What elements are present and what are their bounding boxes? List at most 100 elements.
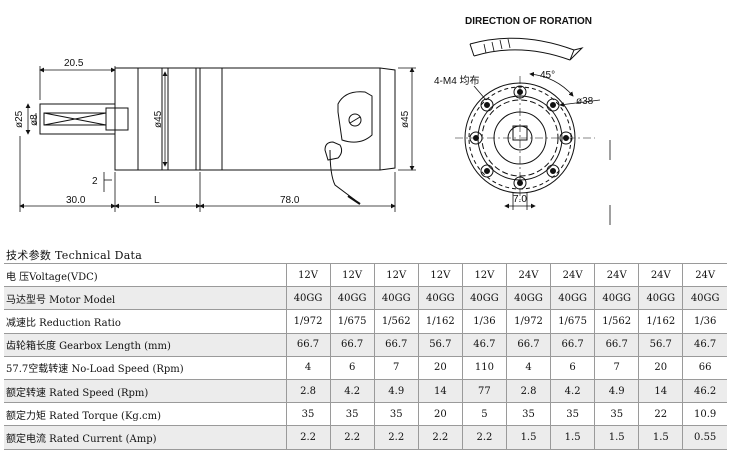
table-cell: 12V [461,262,507,288]
table-cell: 4 [505,355,552,380]
table-cell: 24V [505,262,552,288]
table-cell: 0.55 [682,425,727,450]
dim-gearbox-length: L [154,195,160,206]
table-cell: 40GG [682,286,727,311]
table-cell: 40GG [550,286,596,311]
shaft-collar [105,107,129,131]
table-cell: 66.7 [285,332,331,357]
table-cell: 40GG [461,286,507,311]
dim-motor-diameter: ø45 [400,110,411,128]
dim-shaft-length: 20.5 [64,58,84,69]
table-cell: 1/162 [638,309,684,334]
dim-face-offset: 30.0 [66,195,86,206]
table-cell: 1/36 [461,309,507,334]
table-cell: 35 [285,402,331,427]
table-cell: 4 [285,355,331,380]
dim-hole-spec: 4-M4 均布 [434,75,480,87]
dim-gearbox-diameter: ø45 [153,110,164,128]
table-cell: 2.2 [461,425,507,450]
table-cell: 4.2 [550,378,596,404]
table-cell: 2.2 [417,425,463,450]
table-cell: 1.5 [550,425,596,450]
row-label: 57.7空载转速 No-Load Speed (Rpm) [4,355,287,380]
table-cell: 1/972 [285,309,331,334]
side-view-labels: 20.5 ø25 ø8 ø45 ø45 2 30.0 L 78.0 [14,58,411,206]
table-cell: 6 [550,355,596,380]
table-cell: 66.7 [505,332,552,357]
table-cell: 5 [461,402,507,427]
table-cell: 4.2 [329,378,375,404]
table-cell: 1/972 [505,309,552,334]
row-label: 额定电流 Rated Current (Amp) [4,425,287,450]
dim-key-depth: 2 [92,176,98,187]
table-cell: 40GG [373,286,419,311]
dim-shaft-diameter: ø25 [14,110,25,128]
table-cell: 40GG [329,286,375,311]
side-view [39,67,396,205]
front-view [455,71,611,225]
section-title: 技术参数 Technical Data [6,249,143,262]
table-cell: 66 [682,355,727,380]
row-label: 额定力矩 Rated Torque (Kg.cm) [4,402,287,427]
table-cell: 1/562 [594,309,640,334]
dim-angle: 45° [540,70,555,81]
row-label: 减速比 Reduction Ratio [4,309,287,334]
table-cell: 46.7 [461,332,507,357]
table-cell: 24V [638,262,684,288]
table-cell: 1/36 [682,309,727,334]
table-cell: 2.8 [285,378,331,404]
motor-body [199,67,381,171]
table-cell: 1/162 [417,309,463,334]
table-cell: 40GG [417,286,463,311]
table-cell: 40GG [638,286,684,311]
table-cell: 12V [373,262,419,288]
table-cell: 14 [417,378,463,404]
side-view-dimensions [19,66,416,212]
dim-shaft-flat: 7.0 [513,194,527,205]
dim-flat-size: ø8 [29,114,40,126]
table-cell: 24V [682,262,727,288]
table-cell: 46.2 [682,378,727,404]
table-cell: 40GG [594,286,640,311]
table-cell: 35 [594,402,640,427]
table-cell: 35 [550,402,596,427]
row-label: 电 压Voltage(VDC) [4,262,287,288]
table-cell: 35 [505,402,552,427]
table-cell: 1.5 [638,425,684,450]
lead-wire [329,149,356,201]
mounting-holes [469,85,573,190]
table-cell: 14 [638,378,684,404]
table-cell: 46.7 [682,332,727,357]
table-cell: 1.5 [505,425,552,450]
table-cell: 2.2 [329,425,375,450]
row-label: 额定转速 Rated Speed (Rpm) [4,378,287,404]
table-cell: 1/562 [373,309,419,334]
table-cell: 1.5 [594,425,640,450]
table-cell: 35 [329,402,375,427]
table-cell: 2.2 [373,425,419,450]
table-cell: 66.7 [329,332,375,357]
table-cell: 2.8 [505,378,552,404]
table-cell: 2.2 [285,425,331,450]
table-cell: 7 [373,355,419,380]
table-cell: 12V [417,262,463,288]
table-cell: 77 [461,378,507,404]
table-cell: 24V [550,262,596,288]
table-cell: 35 [373,402,419,427]
rotation-arrow [469,37,584,61]
table-cell: 4.9 [594,378,640,404]
dim-motor-length: 78.0 [280,195,300,206]
table-cell: 66.7 [550,332,596,357]
row-label: 马达型号 Motor Model [4,286,287,311]
front-view-labels: 4-M4 均布 45° ø38 7.0 [434,70,594,205]
row-label: 齿轮箱长度 Gearbox Length (mm) [4,332,287,357]
table-cell: 1/675 [329,309,375,334]
